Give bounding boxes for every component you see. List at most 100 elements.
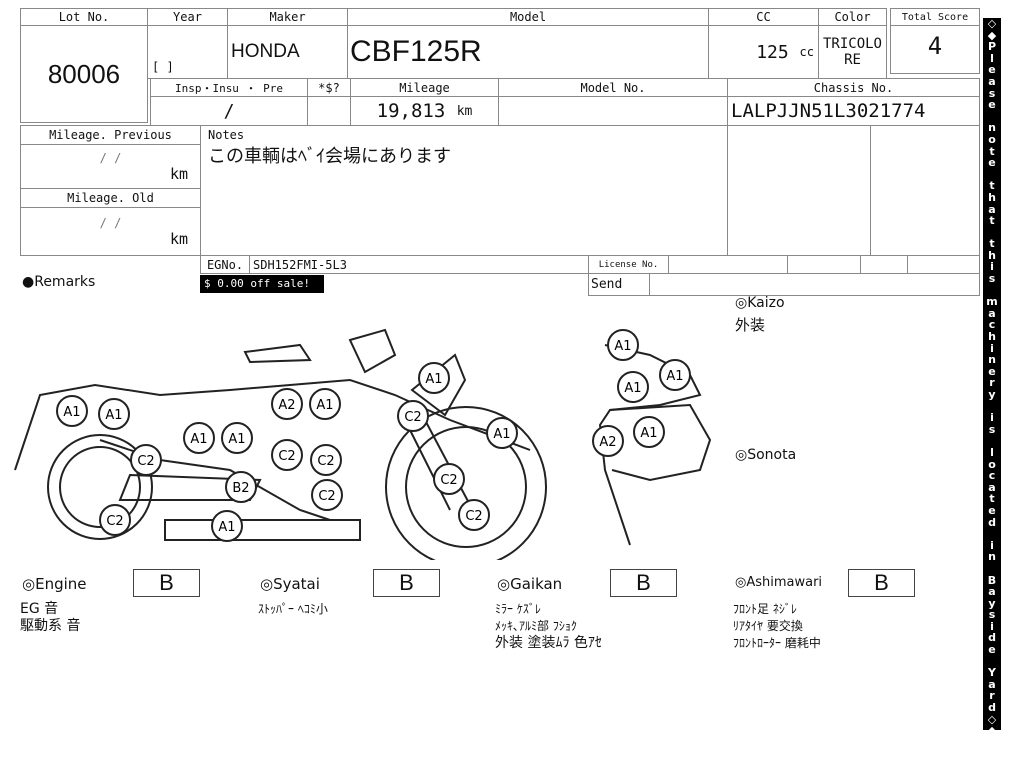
grade-comment: ﾒｯｷ､ｱﾙﾐ部 ﾌｼｮｸ <box>495 619 577 633</box>
damage-mark-label: A1 <box>614 339 631 354</box>
damage-mark: A1 <box>486 417 518 449</box>
damage-mark: A1 <box>56 395 88 427</box>
mileage-old-unit: km <box>169 229 188 248</box>
damage-mark: A1 <box>309 388 341 420</box>
damage-mark: A1 <box>633 416 665 448</box>
damage-mark-label: A1 <box>666 369 683 384</box>
kaizo-label: ◎Kaizo <box>735 295 785 311</box>
side-notice-char: e <box>988 156 996 170</box>
side-notice-char: h <box>988 248 996 262</box>
side-notice-char: d <box>988 701 996 715</box>
damage-mark-label: C2 <box>465 509 482 524</box>
damage-mark-label: A2 <box>278 398 295 413</box>
side-notice-char: Y <box>988 666 996 680</box>
side-notice-char: t <box>989 179 995 193</box>
damage-mark-label: A1 <box>105 408 122 423</box>
damage-mark-label: A1 <box>228 432 245 447</box>
grade-comment: ﾘｱﾀｲﾔ 要交換 <box>733 619 803 633</box>
damage-mark: A1 <box>211 510 243 542</box>
damage-mark: A1 <box>221 422 253 454</box>
side-notice-char: s <box>988 272 996 286</box>
damage-mark: C2 <box>433 463 465 495</box>
side-notice-char: i <box>990 260 994 274</box>
side-notice-char: P <box>987 40 997 54</box>
side-notice-char: t <box>989 144 995 158</box>
damage-mark: C2 <box>99 504 131 536</box>
damage-mark-label: B2 <box>232 481 249 496</box>
side-notice-char: i <box>990 538 994 552</box>
damage-mark-label: A1 <box>218 520 235 535</box>
damage-mark-label: C2 <box>404 410 421 425</box>
grade-comment: 駆動系 音 <box>20 618 81 634</box>
side-notice-char: a <box>988 306 996 320</box>
side-notice-char: y <box>988 596 996 610</box>
cc-unit: cc <box>799 45 814 59</box>
side-notice-char: s <box>988 608 996 622</box>
side-notice-char: m <box>986 295 998 309</box>
side-notice-char: ◆ <box>987 724 997 738</box>
side-notice-char: y <box>988 388 996 401</box>
damage-mark: A2 <box>592 425 624 457</box>
grade-comment: ﾌﾛﾝﾄ足 ﾈｼﾞﾚ <box>733 602 797 616</box>
mileage-previous-unit: km <box>169 164 188 183</box>
grade-comment: 外装 塗装ﾑﾗ 色ｱｾ <box>495 635 602 651</box>
side-notice-char: c <box>988 318 996 332</box>
side-notice-char: ◇ <box>987 712 997 726</box>
damage-mark: A1 <box>607 329 639 361</box>
mileage-number: 19,813 <box>376 100 446 122</box>
damage-mark-label: A2 <box>599 435 616 450</box>
damage-mark-label: C2 <box>318 489 335 504</box>
remarks-label: ●Remarks <box>22 274 96 290</box>
kaizo-text: 外装 <box>735 316 766 334</box>
mileage-previous-date: / / <box>99 150 122 165</box>
notes-label: Notes <box>208 128 245 142</box>
side-notice-char: i <box>990 411 994 425</box>
grade-label: ◎Gaikan <box>497 575 563 593</box>
damage-mark: C2 <box>458 499 490 531</box>
damage-mark-label: A1 <box>63 405 80 420</box>
side-notice-char: i <box>990 619 994 633</box>
grade-box: B <box>848 569 915 597</box>
side-notice-char: c <box>988 469 996 483</box>
damage-mark: C2 <box>310 444 342 476</box>
side-notice-char: i <box>990 341 994 355</box>
damage-mark-label: A1 <box>425 372 442 387</box>
side-notice-char: a <box>988 202 996 216</box>
side-notice-char: r <box>989 689 995 703</box>
side-notice-char: d <box>988 515 996 529</box>
side-notice-char: d <box>988 631 996 645</box>
grade-label: ◎Ashimawari <box>735 575 823 590</box>
damage-mark: C2 <box>397 400 429 432</box>
side-notice-char: e <box>988 98 996 112</box>
side-notice-char: t <box>989 237 995 251</box>
side-notice-char: ◆ <box>987 28 997 42</box>
sonota-label: ◎Sonota <box>735 447 797 463</box>
side-notice-char: h <box>988 330 996 344</box>
side-notice-char: l <box>990 445 994 459</box>
side-notice-char: o <box>988 132 996 146</box>
damage-mark-label: A1 <box>316 398 333 413</box>
side-notice-char: e <box>988 643 996 657</box>
color-line-1: TRICOLO <box>822 36 882 52</box>
mileage-unit: km <box>456 103 473 119</box>
damage-mark: A1 <box>98 398 130 430</box>
grade-comment: ｽﾄｯﾊﾟｰ ﾍｺﾐ小 <box>258 602 328 616</box>
side-notice-char: o <box>988 457 996 471</box>
side-notice-char: e <box>988 63 996 77</box>
mileage-old-date: / / <box>99 215 122 230</box>
grade-comment: EG 音 <box>20 601 59 617</box>
damage-mark-label: A1 <box>640 426 657 441</box>
damage-mark-label: C2 <box>106 514 123 529</box>
lot-number: 80006 <box>20 25 148 123</box>
side-notice-char: r <box>989 376 995 390</box>
damage-mark: A1 <box>659 359 691 391</box>
damage-mark-label: C2 <box>137 454 154 469</box>
grade-box: B <box>133 569 200 597</box>
side-notice-char: B <box>987 573 997 587</box>
damage-mark: A1 <box>418 362 450 394</box>
side-notice-char: t <box>989 214 995 228</box>
grade-label: ◎Syatai <box>260 575 320 593</box>
damage-mark-label: A1 <box>190 432 207 447</box>
